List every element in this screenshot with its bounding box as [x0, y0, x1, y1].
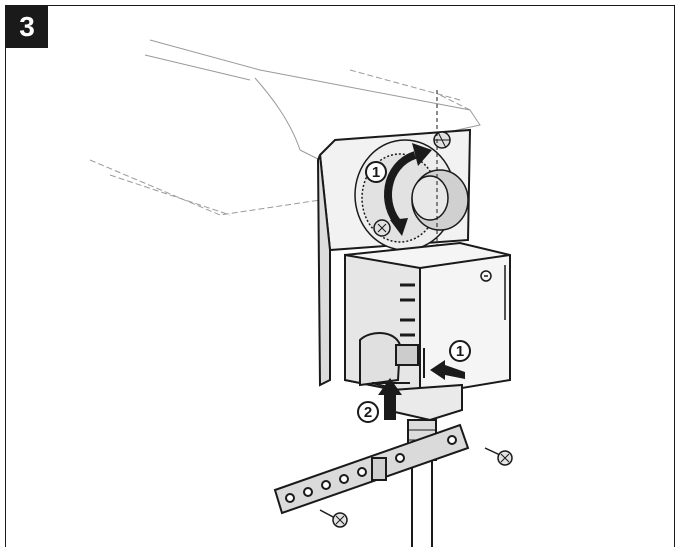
callout-circle: 2: [357, 401, 379, 423]
rotation-arrow: [384, 151, 417, 228]
callout-circle: 1: [365, 161, 387, 183]
anti-rotation-bracket: [273, 423, 470, 515]
svg-text:1: 1: [372, 164, 380, 181]
rotation-arrow-head-bottom: [390, 218, 408, 236]
svg-text:1: 1: [456, 343, 464, 360]
svg-text:2: 2: [364, 404, 372, 421]
figure-frame: [5, 5, 675, 547]
screw-icon: [319, 509, 348, 528]
screw-icon: [484, 447, 513, 466]
rotation-arrow-head-top: [412, 143, 432, 166]
push-arrow-horizontal: [430, 360, 465, 380]
actuator-housing: [344, 241, 511, 410]
manual-override-icon: [480, 270, 492, 282]
step-number-badge: 3: [6, 6, 48, 48]
callout-circle: 1: [449, 340, 471, 362]
push-arrow-vertical: [378, 378, 402, 420]
cable: [411, 460, 433, 547]
cable-connector: [359, 332, 463, 461]
